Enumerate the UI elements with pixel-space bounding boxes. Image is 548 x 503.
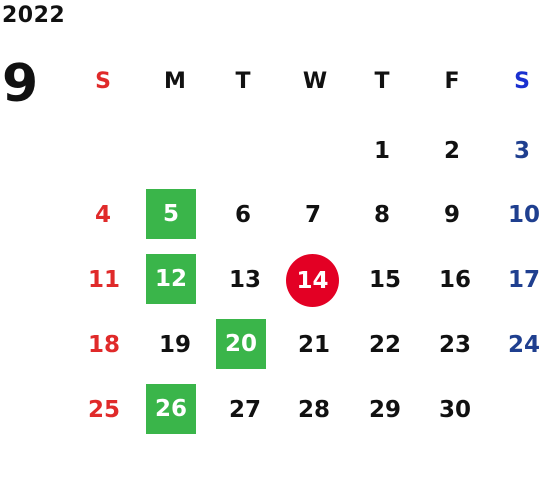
weekday-header-tuesday: T — [235, 68, 251, 94]
day-cell-20-highlighted[interactable]: 20 — [216, 319, 266, 369]
day-cell-14-today[interactable]: 14 — [286, 254, 339, 307]
weekday-header-saturday: S — [514, 68, 530, 94]
day-cell-28[interactable]: 28 — [297, 397, 330, 423]
day-cell-27[interactable]: 27 — [228, 397, 261, 423]
day-cell-19[interactable]: 19 — [158, 332, 191, 358]
weekday-header-sunday: S — [95, 68, 111, 94]
day-cell-13[interactable]: 13 — [228, 267, 261, 293]
weekday-header-thursday: T — [374, 68, 390, 94]
day-cell-11[interactable]: 11 — [87, 267, 120, 293]
day-cell-12-highlighted[interactable]: 12 — [146, 254, 196, 304]
day-cell-10[interactable]: 10 — [507, 202, 540, 228]
day-cell-22[interactable]: 22 — [368, 332, 401, 358]
day-cell-6[interactable]: 6 — [234, 202, 251, 228]
weekday-header-friday: F — [444, 68, 460, 94]
day-cell-25[interactable]: 25 — [87, 397, 120, 423]
day-cell-4[interactable]: 4 — [94, 202, 111, 228]
day-cell-1[interactable]: 1 — [373, 138, 390, 164]
year-label: 2022 — [2, 3, 66, 28]
day-cell-18[interactable]: 18 — [87, 332, 120, 358]
day-cell-17[interactable]: 17 — [507, 267, 540, 293]
month-number: 9 — [2, 54, 39, 114]
day-cell-21[interactable]: 21 — [297, 332, 330, 358]
day-cell-3[interactable]: 3 — [513, 138, 530, 164]
weekday-header-wednesday: W — [302, 68, 328, 94]
day-cell-9[interactable]: 9 — [443, 202, 460, 228]
day-cell-24[interactable]: 24 — [507, 332, 540, 358]
day-cell-7[interactable]: 7 — [304, 202, 321, 228]
day-cell-15[interactable]: 15 — [368, 267, 401, 293]
day-cell-23[interactable]: 23 — [438, 332, 471, 358]
day-cell-5-highlighted[interactable]: 5 — [146, 189, 196, 239]
weekday-header-monday: M — [164, 68, 186, 94]
day-cell-8[interactable]: 8 — [373, 202, 390, 228]
day-cell-16[interactable]: 16 — [438, 267, 471, 293]
day-cell-26-highlighted[interactable]: 26 — [146, 384, 196, 434]
day-cell-29[interactable]: 29 — [368, 397, 401, 423]
day-cell-30[interactable]: 30 — [438, 397, 471, 423]
day-cell-2[interactable]: 2 — [443, 138, 460, 164]
